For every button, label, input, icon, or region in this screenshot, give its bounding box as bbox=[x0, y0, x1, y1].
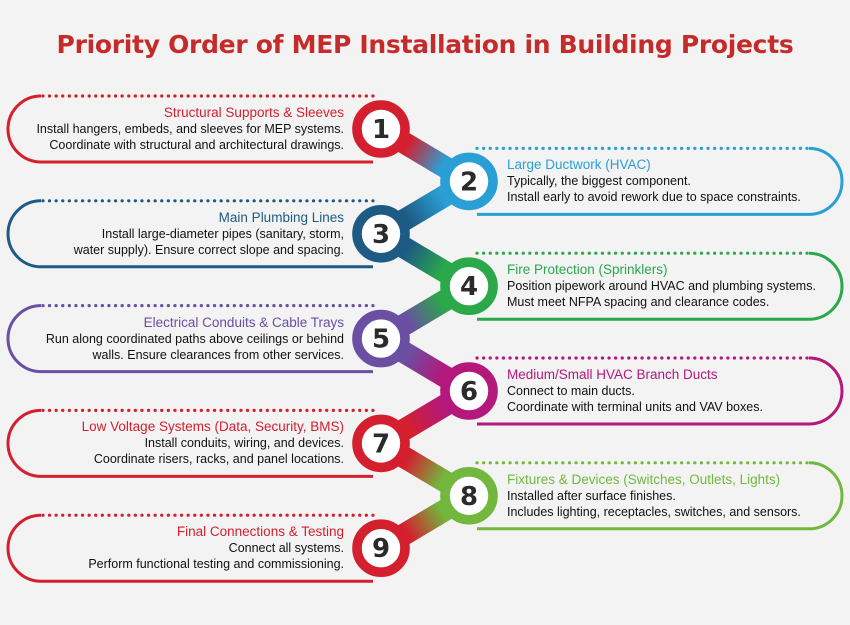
step-4-text: Fire Protection (Sprinklers)Position pip… bbox=[507, 261, 837, 310]
step-number: 9 bbox=[372, 534, 390, 564]
step-description-line: walls. Ensure clearances from other serv… bbox=[92, 347, 344, 362]
step-7-text: Low Voltage Systems (Data, Security, BMS… bbox=[14, 418, 344, 467]
step-description-line: Connect all systems. bbox=[228, 541, 344, 556]
page-title: Priority Order of MEP Installation in Bu… bbox=[56, 30, 794, 59]
step-description-line: Typically, the biggest component. bbox=[507, 174, 691, 189]
band-step-9 bbox=[6, 513, 375, 583]
step-circle-8: 8 bbox=[440, 466, 498, 525]
step-2-text: Large Ductwork (HVAC)Typically, the bigg… bbox=[507, 156, 837, 205]
step-title: Structural Supports & Sleeves bbox=[163, 105, 344, 120]
step-title: Low Voltage Systems (Data, Security, BMS… bbox=[81, 419, 344, 435]
step-circle-2: 2 bbox=[440, 152, 498, 211]
step-description-line: Install early to avoid rework due to spa… bbox=[507, 190, 801, 205]
step-number: 3 bbox=[372, 220, 390, 250]
step-number: 4 bbox=[460, 272, 478, 302]
band-step-8 bbox=[475, 461, 844, 531]
step-circle-6: 6 bbox=[440, 362, 498, 420]
step-number: 2 bbox=[460, 167, 478, 197]
step-circle-1: 1 bbox=[352, 100, 410, 158]
step-description-line: Install large-diameter pipes (sanitary, … bbox=[101, 226, 344, 241]
step-title: Electrical Conduits & Cable Trays bbox=[143, 314, 344, 330]
step-description-line: Install conduits, wiring, and devices. bbox=[144, 436, 344, 451]
step-description-line: Coordinate with structural and architect… bbox=[49, 138, 344, 152]
step-description-line: water supply). Ensure correct slope and … bbox=[73, 242, 344, 257]
step-description-line: Run along coordinated paths above ceilin… bbox=[45, 331, 344, 346]
step-circle-9: 9 bbox=[352, 519, 410, 578]
band-step-1 bbox=[6, 94, 375, 164]
step-number: 1 bbox=[372, 115, 390, 145]
band-step-7 bbox=[6, 408, 375, 478]
step-title: Large Ductwork (HVAC) bbox=[507, 157, 651, 173]
step-8-text: Fixtures & Devices (Switches, Outlets, L… bbox=[507, 471, 837, 520]
step-description-line: Includes lighting, receptacles, switches… bbox=[507, 504, 801, 519]
step-title: Final Connections & Testing bbox=[176, 524, 344, 540]
step-description-line: Position pipework around HVAC and plumbi… bbox=[507, 279, 816, 294]
step-title: Fire Protection (Sprinklers) bbox=[507, 262, 668, 278]
step-circle-4: 4 bbox=[440, 257, 498, 316]
step-title: Fixtures & Devices (Switches, Outlets, L… bbox=[507, 471, 781, 487]
step-number: 7 bbox=[372, 429, 390, 459]
step-title: Medium/Small HVAC Branch Ducts bbox=[507, 367, 718, 382]
band-step-4 bbox=[475, 251, 844, 321]
step-description-line: Connect to main ducts. bbox=[507, 384, 635, 398]
band-step-5 bbox=[6, 304, 375, 374]
step-circle-7: 7 bbox=[352, 414, 410, 473]
step-description-line: Coordinate risers, racks, and panel loca… bbox=[93, 452, 344, 467]
band-step-6 bbox=[475, 356, 844, 426]
step-description-line: Coordinate with terminal units and VAV b… bbox=[507, 400, 763, 414]
step-description-line: Installed after surface finishes. bbox=[507, 488, 676, 503]
step-circle-3: 3 bbox=[352, 205, 410, 263]
step-circle-5: 5 bbox=[352, 309, 410, 368]
band-step-2 bbox=[475, 146, 844, 216]
step-number: 8 bbox=[460, 482, 478, 512]
band-step-3 bbox=[6, 199, 375, 269]
step-description-line: Must meet NFPA spacing and clearance cod… bbox=[507, 295, 770, 310]
step-number: 6 bbox=[460, 377, 478, 407]
step-description-line: Install hangers, embeds, and sleeves for… bbox=[36, 122, 344, 136]
step-title: Main Plumbing Lines bbox=[218, 209, 344, 225]
step-description-line: Perform functional testing and commissio… bbox=[88, 557, 344, 572]
step-number: 5 bbox=[372, 325, 390, 355]
